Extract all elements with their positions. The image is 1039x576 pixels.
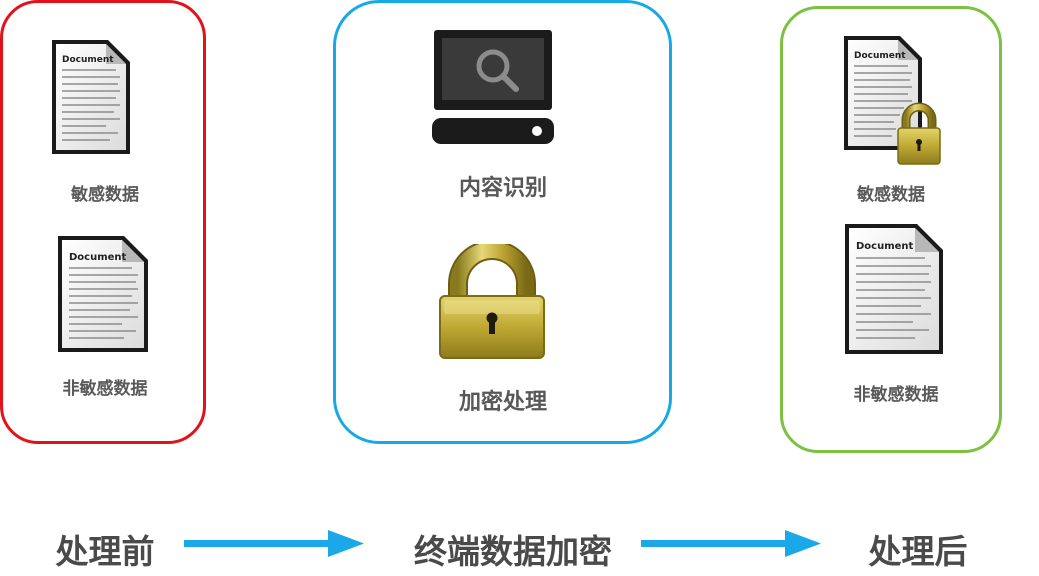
lock-icon <box>439 244 545 359</box>
document-icon: Document <box>52 40 130 154</box>
encryption-processing-label: 加密处理 <box>458 390 547 415</box>
document-heading: Document <box>62 55 114 65</box>
flow-arrow <box>641 530 821 557</box>
document-heading: Document <box>854 51 906 61</box>
computer-search-icon <box>432 30 554 144</box>
flow-arrow <box>184 530 364 557</box>
before-non-sensitive-data-label: 非敏感数据 <box>62 379 148 399</box>
document-heading: Document <box>856 241 914 252</box>
after-sensitive-data-label: 敏感数据 <box>857 185 925 205</box>
after-processing-label: 处理后 <box>868 532 968 571</box>
before-processing-label: 处理前 <box>55 532 155 571</box>
locked-document-icon: Document <box>844 36 941 165</box>
after-non-sensitive-data-label: 非敏感数据 <box>853 385 939 405</box>
before-sensitive-data-label: 敏感数据 <box>71 185 139 205</box>
document-icon: Document <box>845 224 943 354</box>
content-recognition-label: 内容识别 <box>458 176 547 201</box>
endpoint-data-encryption-label: 终端数据加密 <box>414 532 612 571</box>
document-heading: Document <box>69 252 127 263</box>
document-icon: Document <box>58 236 148 352</box>
